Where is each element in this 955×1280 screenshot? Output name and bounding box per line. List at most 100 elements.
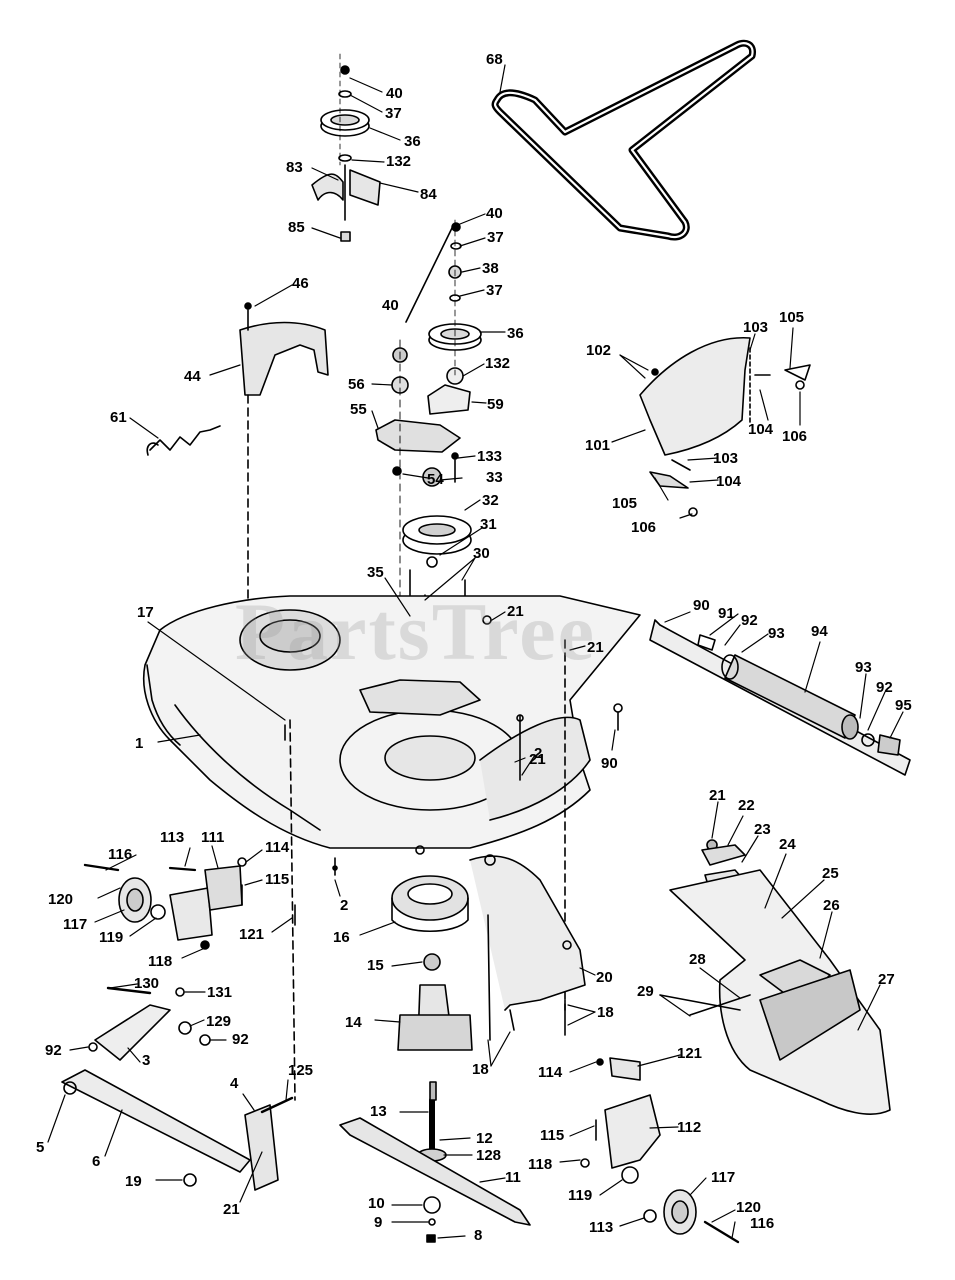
callout-132: 132 — [386, 153, 412, 170]
callout-40: 40 — [382, 297, 399, 314]
callout-84: 84 — [420, 186, 437, 203]
spring-61 — [146, 425, 221, 456]
callout-54: 54 — [427, 471, 444, 488]
callout-27: 27 — [878, 971, 895, 988]
callout-114: 114 — [538, 1064, 563, 1081]
callout-1: 1 — [135, 735, 144, 752]
callout-104: 104 — [748, 421, 774, 438]
callout-17: 17 — [137, 604, 154, 621]
callout-44: 44 — [184, 368, 201, 385]
callout-21: 21 — [709, 787, 726, 804]
callout-56: 56 — [348, 376, 365, 393]
callout-103: 103 — [713, 450, 739, 467]
belt-cover-101 — [639, 337, 811, 517]
callout-22: 22 — [738, 797, 755, 814]
callout-102: 102 — [586, 342, 612, 359]
callout-120: 120 — [736, 1199, 762, 1216]
callout-105: 105 — [779, 309, 805, 326]
callout-117: 117 — [711, 1169, 736, 1186]
callout-92: 92 — [876, 679, 893, 696]
callout-23: 23 — [754, 821, 771, 838]
callout-19: 19 — [125, 1173, 142, 1190]
callout-20: 20 — [596, 969, 613, 986]
idler-pulley-assembly-top — [311, 53, 381, 242]
callout-37: 37 — [487, 229, 504, 246]
callout-4: 4 — [230, 1075, 239, 1092]
callout-114: 114 — [265, 839, 290, 856]
gauge-wheel-right — [580, 1057, 740, 1244]
callout-29: 29 — [637, 983, 654, 1000]
deck-support-bracket-20 — [469, 854, 586, 1041]
callout-83: 83 — [286, 159, 303, 176]
callout-55: 55 — [350, 401, 367, 418]
callout-103: 103 — [743, 319, 769, 336]
callout-116: 116 — [108, 846, 133, 863]
callout-101: 101 — [585, 437, 611, 454]
callout-40: 40 — [386, 85, 403, 102]
callout-leaders — [47, 64, 904, 1239]
callout-26: 26 — [823, 897, 840, 914]
idler-pulley-assembly-center — [405, 219, 482, 385]
callout-59: 59 — [487, 396, 504, 413]
callout-115: 115 — [540, 1127, 565, 1144]
callout-121: 121 — [677, 1045, 703, 1062]
callout-8: 8 — [474, 1227, 483, 1244]
callout-31: 31 — [480, 516, 497, 533]
callout-133: 133 — [477, 448, 503, 465]
rod-29 — [659, 994, 741, 1011]
callout-37: 37 — [486, 282, 503, 299]
callout-121: 121 — [239, 926, 265, 943]
callout-68: 68 — [486, 51, 503, 68]
callout-2: 2 — [534, 745, 543, 762]
callout-25: 25 — [822, 865, 839, 882]
callout-30: 30 — [473, 545, 490, 562]
callout-91: 91 — [718, 605, 735, 622]
callout-104: 104 — [716, 473, 742, 490]
callout-111: 111 — [201, 829, 225, 846]
callout-35: 35 — [367, 564, 384, 581]
callout-115: 115 — [265, 871, 290, 888]
callout-3: 3 — [142, 1052, 151, 1069]
callout-14: 14 — [345, 1014, 362, 1031]
callout-21: 21 — [507, 603, 524, 620]
callout-132: 132 — [485, 355, 511, 372]
callout-10: 10 — [368, 1195, 385, 1212]
callout-12: 12 — [476, 1130, 493, 1147]
callout-113: 113 — [160, 829, 185, 846]
callout-130: 130 — [134, 975, 160, 992]
callout-33: 33 — [486, 469, 503, 486]
callout-2: 2 — [340, 897, 349, 914]
callout-21: 21 — [223, 1201, 240, 1218]
callout-118: 118 — [148, 953, 173, 970]
callout-46: 46 — [292, 275, 309, 292]
callout-120: 120 — [48, 891, 74, 908]
callout-92: 92 — [45, 1042, 62, 1059]
callout-21: 21 — [587, 639, 604, 656]
callout-18: 18 — [472, 1061, 489, 1078]
partstree-watermark: PartsTree — [235, 586, 597, 677]
callout-85: 85 — [288, 219, 305, 236]
front-link-6 — [61, 1069, 294, 1191]
callout-11: 11 — [505, 1169, 521, 1186]
callout-6: 6 — [92, 1153, 101, 1170]
callout-90: 90 — [693, 597, 710, 614]
callout-13: 13 — [370, 1103, 387, 1120]
callout-112: 112 — [677, 1119, 702, 1136]
callout-37: 37 — [385, 105, 402, 122]
mower-deck-housing — [142, 595, 641, 1101]
spindle-pulley — [402, 467, 472, 621]
callout-106: 106 — [782, 428, 808, 445]
callout-32: 32 — [482, 492, 499, 509]
lift-link-3 — [88, 986, 211, 1061]
callout-15: 15 — [367, 957, 384, 974]
callout-16: 16 — [333, 929, 350, 946]
callout-94: 94 — [811, 623, 828, 640]
callout-38: 38 — [482, 260, 499, 277]
callout-118: 118 — [528, 1156, 553, 1173]
callout-119: 119 — [99, 929, 124, 946]
callout-92: 92 — [741, 612, 758, 629]
callout-95: 95 — [895, 697, 912, 714]
callout-116: 116 — [750, 1215, 775, 1232]
callout-5: 5 — [36, 1139, 45, 1156]
